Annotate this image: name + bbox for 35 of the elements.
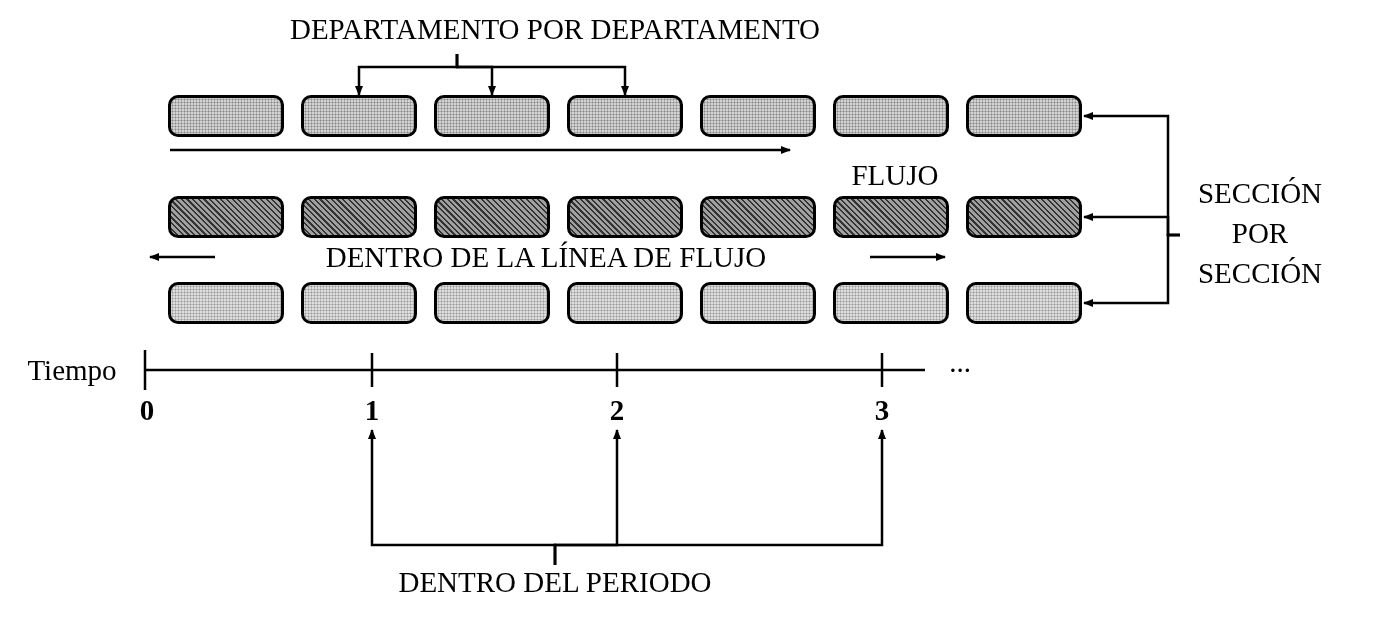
station-box (168, 282, 284, 324)
station-box (700, 95, 816, 137)
ellipsis-text: ... (948, 345, 972, 379)
station-box (567, 196, 683, 238)
station-box (301, 95, 417, 137)
station-box (434, 282, 550, 324)
arrow (553, 429, 886, 565)
flow-label: FLUJO (850, 158, 940, 192)
station-box (567, 282, 683, 324)
station-box (168, 95, 284, 137)
station-box (434, 196, 550, 238)
caption-text: DENTRO DEL PERIODO (385, 565, 725, 607)
flow-label: DENTRO DE LA LÍNEA DE FLUJO (324, 240, 768, 274)
tick-number: 2 (602, 393, 632, 427)
station-box (966, 95, 1082, 137)
tick-number: 3 (867, 393, 897, 427)
axis-label: Tiempo (26, 353, 118, 387)
station-box (301, 282, 417, 324)
caption-text: SECCIÓN POR SECCIÓN (1180, 170, 1340, 300)
station-box (700, 196, 816, 238)
station-box (833, 196, 949, 238)
heading-text: DEPARTAMENTO POR DEPARTAMENTO (225, 12, 885, 54)
station-box (567, 95, 683, 137)
station-box (833, 95, 949, 137)
station-box (966, 282, 1082, 324)
station-box (434, 95, 550, 137)
arrow (1083, 233, 1180, 307)
tick-number: 0 (138, 393, 156, 427)
station-box (168, 196, 284, 238)
station-box (833, 282, 949, 324)
tick-number: 1 (357, 393, 387, 427)
station-box (700, 282, 816, 324)
station-box (966, 196, 1082, 238)
station-box (301, 196, 417, 238)
arrow (455, 54, 629, 96)
